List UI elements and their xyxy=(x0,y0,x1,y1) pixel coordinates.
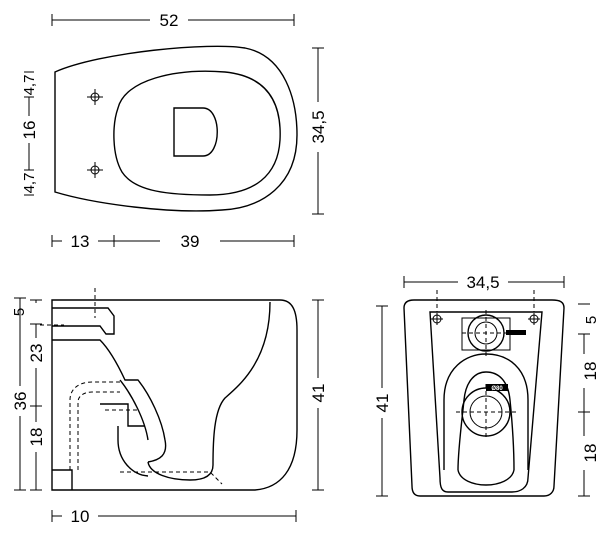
rear-inner-panel xyxy=(429,311,543,493)
dim-top-width-label: 52 xyxy=(160,11,179,30)
dim-top-depth: 34,5 xyxy=(309,47,328,215)
dim-rear-rim-label: 5 xyxy=(583,316,600,324)
dim-rear-width: 34,5 xyxy=(403,273,565,292)
dim-side-outlet-label: 36 xyxy=(11,392,30,411)
dim-rear-width-label: 34,5 xyxy=(466,273,499,292)
fixing-hole-lower xyxy=(87,162,103,178)
rear-outlet-channel-inner xyxy=(457,371,515,471)
rear-water-inlet xyxy=(461,310,512,356)
dim-offset-right-label: 39 xyxy=(181,232,200,251)
rear-marking-plate xyxy=(486,384,508,391)
dim-hole-offset-top-label: 4,7 xyxy=(21,75,38,96)
dim-top-width: 52 xyxy=(51,11,295,30)
rear-inlet-connector xyxy=(506,330,526,335)
dim-side-upper-label: 23 xyxy=(27,344,46,363)
dim-rear-height: 41 xyxy=(373,305,392,497)
dim-top-offsets: 13 39 xyxy=(51,232,295,251)
dim-rear-height-label: 41 xyxy=(373,394,392,413)
dim-hole-offset-bottom-label: 4,7 xyxy=(21,173,38,194)
dim-rear-right-stack: 5 18 18 xyxy=(578,303,600,497)
dim-side-height: 41 xyxy=(309,299,328,491)
side-outlet-spigot xyxy=(100,403,149,477)
dim-side-height-label: 41 xyxy=(309,384,328,403)
dim-top-depth-label: 34,5 xyxy=(309,110,328,143)
fixing-hole-upper xyxy=(87,89,103,105)
top-drain-opening xyxy=(173,107,218,157)
dim-rear-upper-label: 18 xyxy=(581,362,600,381)
dim-side-outlet-distance-label: 10 xyxy=(71,507,90,526)
side-floor-dashed xyxy=(120,471,223,485)
rear-outer-outline xyxy=(403,299,565,497)
top-outer-outline xyxy=(54,45,298,212)
top-bowl-outline xyxy=(113,70,281,196)
side-rim-step xyxy=(52,307,115,335)
dim-offset-left-label: 13 xyxy=(71,232,90,251)
side-bowl-wall xyxy=(147,301,271,481)
dim-side-left-stack: 5 23 18 36 xyxy=(11,297,46,491)
side-waste-pipe-dashed xyxy=(69,381,120,470)
side-trap-outer xyxy=(52,339,167,463)
side-trap-inner xyxy=(119,379,149,441)
rear-fixing-hole-left xyxy=(431,290,443,325)
dim-hole-spacing-label: 16 xyxy=(20,121,39,140)
dim-side-outlet-distance: 10 xyxy=(51,507,297,526)
rear-marking-label: Ø80 xyxy=(491,386,503,392)
side-view: 41 5 23 18 36 xyxy=(11,288,328,526)
dim-top-holes: 4,7 16 4,7 xyxy=(20,71,39,196)
side-base-foot xyxy=(52,469,73,490)
side-outer-outline xyxy=(51,299,298,491)
rear-view: Ø80 34,5 41 xyxy=(373,273,600,497)
dim-rear-lower-label: 18 xyxy=(581,444,600,463)
dim-side-lower-label: 18 xyxy=(27,428,46,447)
top-view: 52 13 39 34,5 4,7 xyxy=(20,11,328,251)
rear-fixing-hole-right xyxy=(528,290,540,325)
